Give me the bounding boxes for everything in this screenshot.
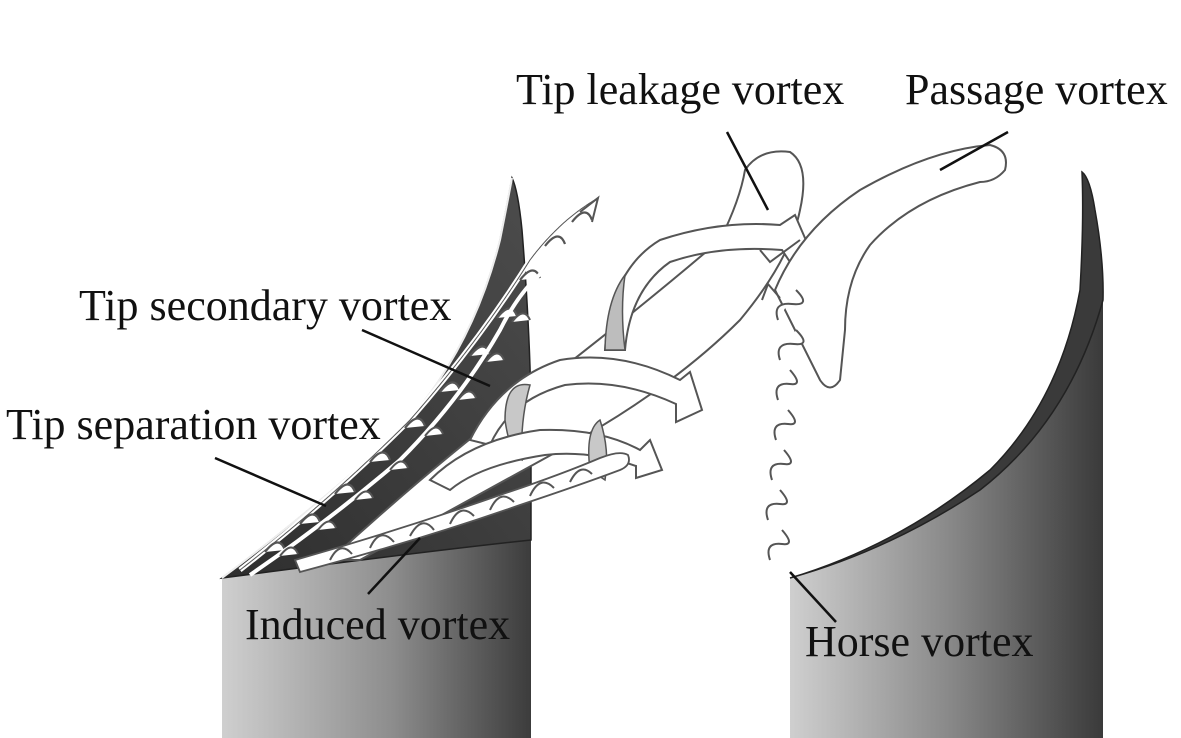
label-tip-leakage-vortex: Tip leakage vortex: [516, 65, 845, 114]
right-blade-tip-surface: [789, 170, 1104, 579]
label-horse-vortex: Horse vortex: [805, 617, 1034, 666]
tip-secondary-core-outline: [239, 197, 599, 571]
tip-separation-coils: [279, 312, 531, 557]
leader-tip-leakage: [725, 131, 770, 211]
leader-passage: [939, 130, 1009, 172]
tip-secondary-vortex: [238, 195, 600, 572]
tip-separation-vortex: [248, 268, 547, 577]
tip-leakage-ribbon-big: [603, 213, 810, 351]
tip-secondary-coils: [264, 211, 594, 553]
passage-vortex: [759, 143, 1007, 389]
leader-lines: [214, 130, 1009, 623]
induced-vortex: [293, 452, 630, 574]
label-tip-separation-vortex: Tip separation vortex: [6, 400, 381, 449]
tip-secondary-arrow: [579, 195, 600, 223]
horse-vortex: [761, 282, 805, 576]
leader-tip-separation: [214, 456, 327, 508]
leader-horse: [789, 571, 837, 623]
passage-vortex-tube: [773, 143, 1007, 389]
induced-vortex-coils: [329, 468, 593, 561]
label-passage-vortex: Passage vortex: [905, 65, 1168, 114]
horse-vortex-core: [767, 289, 788, 576]
right-blade-body: [790, 300, 1103, 738]
label-tip-secondary-vortex: Tip secondary vortex: [79, 281, 452, 330]
tip-leakage-vortex: [327, 150, 810, 561]
tip-separation-core: [248, 268, 547, 577]
tip-leakage-ribbon-shade: [604, 272, 627, 351]
label-induced-vortex: Induced vortex: [245, 600, 511, 649]
tip-leakage-ribbon-mid: [468, 356, 704, 447]
tip-leakage-tube: [327, 150, 805, 561]
horse-vortex-coils: [765, 289, 805, 561]
left-blade-body: [222, 540, 531, 738]
right-blade: [789, 170, 1104, 738]
leader-induced: [367, 537, 421, 595]
leader-tip-secondary: [361, 328, 491, 388]
horse-vortex-arrow: [761, 282, 781, 301]
passage-vortex-arrow: [759, 239, 801, 264]
